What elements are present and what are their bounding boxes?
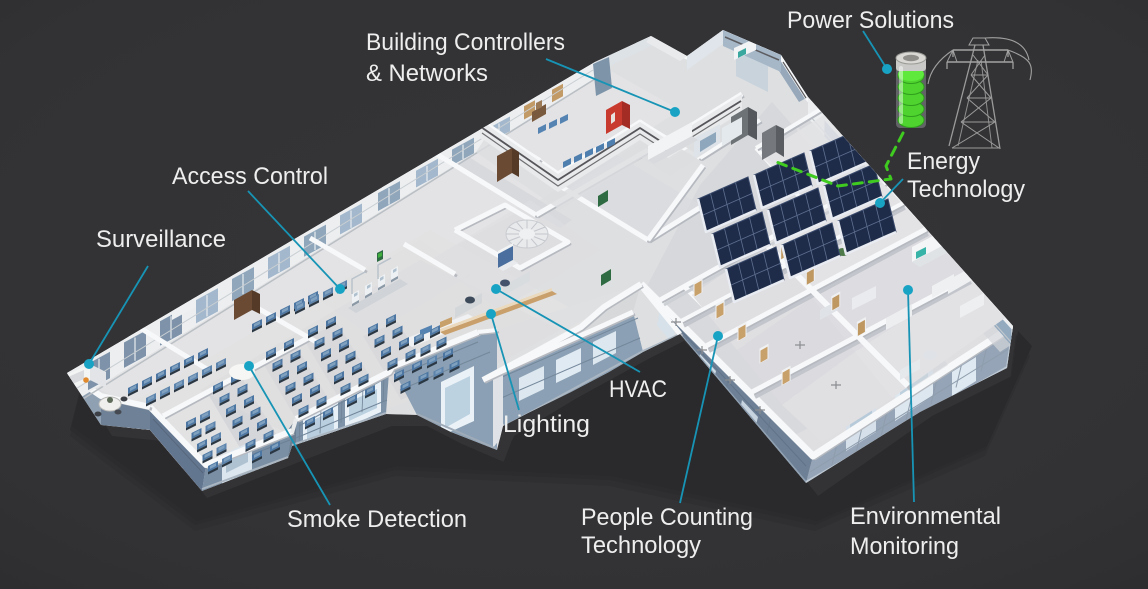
svg-text:Surveillance: Surveillance — [96, 226, 226, 253]
svg-text:Technology: Technology — [907, 176, 1026, 203]
svg-text:Building Controllers: Building Controllers — [366, 29, 565, 56]
svg-text:Power Solutions: Power Solutions — [787, 7, 954, 34]
svg-text:Access Control: Access Control — [172, 163, 328, 190]
svg-text:Environmental: Environmental — [850, 503, 1001, 530]
svg-text:People Counting: People Counting — [581, 504, 753, 531]
svg-text:Monitoring: Monitoring — [850, 533, 959, 560]
svg-text:Lighting: Lighting — [503, 411, 590, 438]
svg-text:Technology: Technology — [581, 532, 702, 559]
svg-text:HVAC: HVAC — [609, 376, 667, 403]
svg-text:Smoke Detection: Smoke Detection — [287, 506, 467, 533]
svg-text:& Networks: & Networks — [366, 60, 488, 87]
svg-text:Energy: Energy — [907, 148, 981, 175]
